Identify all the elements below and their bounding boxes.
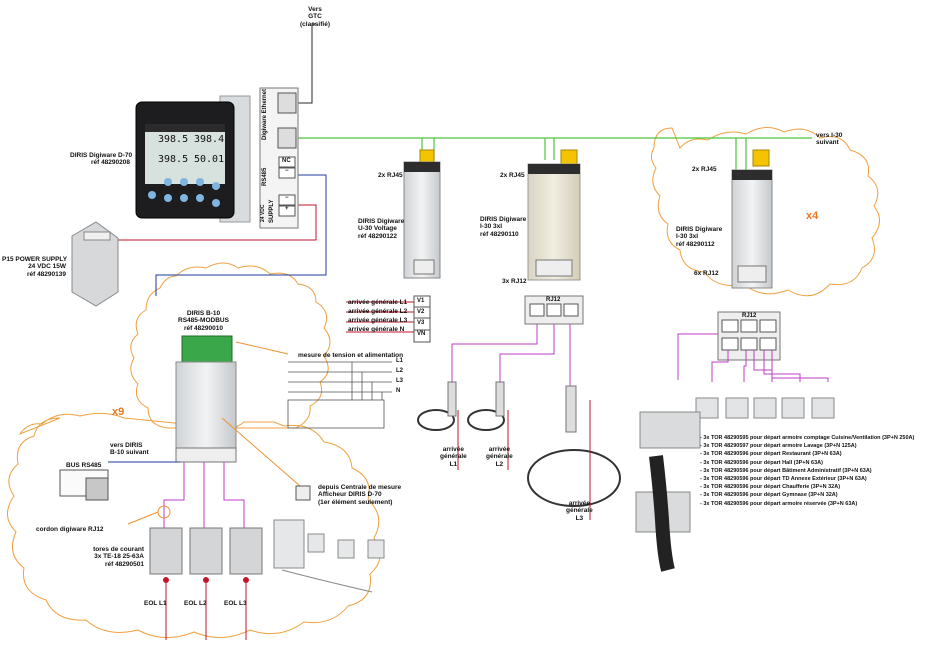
tor-list-item: - 3x TOR 48290596 pour départ Hall (3P+N…	[700, 459, 823, 466]
label-cordon: cordon digiware RJ12	[36, 526, 104, 533]
cloud-zone-x4	[650, 127, 880, 297]
label-v1: V1	[417, 298, 425, 304]
lcd-v3: 398.5	[158, 154, 189, 165]
i30b-module	[731, 149, 773, 289]
ethernet-cable	[296, 23, 316, 104]
lcd-v1: 398.5	[158, 134, 189, 145]
power-supply	[71, 221, 119, 307]
label-i30-rj12: 3x RJ12	[502, 278, 527, 285]
label-v3: V3	[417, 320, 425, 326]
label-minus-supply: −	[285, 195, 289, 201]
label-rj12-top: RJ12	[546, 297, 561, 303]
label-i30-rj45: 2x RJ45	[500, 172, 525, 179]
cordon-highlight	[157, 505, 171, 519]
label-arrivee-l3: arrivée générale L3	[348, 317, 408, 324]
label-nc: NC	[282, 158, 291, 164]
lcd-frequency: 50.01	[194, 154, 225, 165]
rj12-port-icon	[524, 295, 584, 325]
label-l2: L2	[396, 368, 404, 374]
i30-module	[527, 149, 581, 281]
rogowski-coil-icon	[417, 381, 621, 507]
eol-lines	[165, 583, 247, 640]
label-eol-l3: EOL L3	[224, 600, 247, 607]
label-minus-rs: −	[285, 168, 289, 174]
label-bus-rs485: BUS RS485	[66, 462, 102, 469]
schematic-box	[287, 361, 392, 429]
label-n: N	[396, 388, 401, 394]
b10-module	[175, 335, 237, 463]
rj12-cables-i30	[451, 324, 571, 386]
tor-list-item: - 3x TOR 48290596 pour départ Gymnase (3…	[700, 492, 838, 499]
label-l1: L1	[396, 358, 404, 364]
label-l3: L3	[396, 378, 404, 384]
tor-list-item: - 3x TOR 48290596 pour départ TD Annexe …	[700, 476, 867, 483]
rj12-port-icon	[717, 311, 781, 361]
tor-list-item: - 3x TOR 48290595 pour départ armoire co…	[700, 435, 915, 441]
label-i30b-rj12: 6x RJ12	[694, 270, 719, 277]
label-arrivee-l1: arrivée générale L1	[348, 299, 408, 306]
label-mesure-tension: mesure de tension et alimentation	[298, 352, 404, 359]
label-arrivee-n: arrivée générale N	[348, 326, 405, 333]
label-eol-l2: EOL L2	[184, 600, 207, 607]
b10-rj12-cables	[163, 462, 245, 530]
label-eol-l1: EOL L1	[144, 600, 167, 607]
label-x4: x4	[806, 210, 819, 222]
voltage-wires	[346, 301, 414, 333]
label-vn: VN	[417, 331, 426, 337]
label-arrivee-l2: arrivée générale L2	[348, 308, 408, 315]
digiware-bus	[296, 137, 812, 172]
label-v2: V2	[417, 309, 425, 315]
label-u30-rj45: 2x RJ45	[378, 172, 403, 179]
tor-list-item: - 3x TOR 48290596 pour départ Restaurant…	[700, 451, 842, 458]
label-supply-v: 24 VDC	[260, 204, 266, 222]
label-i30b-rj45: 2x RJ45	[692, 166, 717, 173]
leader-lines	[127, 341, 301, 525]
label-rj12-right: RJ12	[742, 313, 757, 319]
lcd-v2: 398.4	[194, 134, 225, 145]
rs485-cable	[155, 174, 327, 296]
label-ethernet: Digiware Ethernet	[262, 88, 268, 140]
tor-list-item: - 3x TOR 48290596 pour départ armoire ré…	[700, 500, 858, 507]
current-sensor-icon	[635, 397, 835, 533]
tor-list: - 3x TOR 48290595 pour départ armoire co…	[700, 434, 914, 508]
tor-list-item: - 3x TOR 48290596 pour départ Chaufferie…	[700, 484, 841, 491]
d70-connection-panel	[259, 87, 299, 229]
label-plus-supply: +	[285, 206, 289, 212]
current-sensor-icon	[149, 527, 263, 583]
big-cable	[649, 455, 675, 572]
terminal-block-icon	[413, 295, 431, 343]
supply-cable	[100, 204, 317, 241]
bus-rs485-connector	[59, 469, 109, 501]
phase-lines	[457, 400, 591, 520]
tor-list-item: - 3x TOR 48290597 pour départ armoire La…	[700, 443, 857, 450]
depuis-d70-icon	[295, 485, 311, 501]
assembly-illustration	[273, 519, 385, 593]
u30-module	[403, 149, 441, 279]
label-x9: x9	[112, 406, 125, 418]
label-supply: SUPPLY	[269, 199, 275, 223]
rj12-cables-i30b	[677, 333, 829, 382]
label-rs485: RS485	[262, 167, 268, 186]
d70-display	[135, 95, 251, 223]
tor-list-item: - 3x TOR 48290596 pour départ Bâtiment A…	[700, 467, 872, 474]
